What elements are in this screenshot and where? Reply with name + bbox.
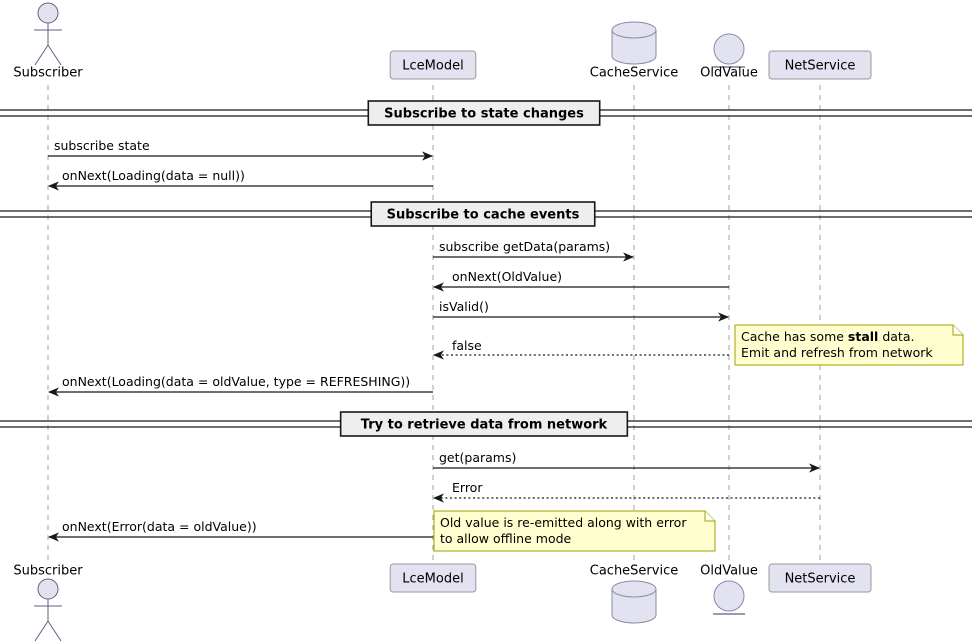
database-top-icon [611,580,657,598]
participant-oldvalue-head[interactable]: OldValue [700,33,758,81]
message-m4: onNext(OldValue) [433,269,729,292]
message-arrowhead [433,282,444,292]
message-m2: onNext(Loading(data = null)) [48,168,433,191]
participant-label-oldvalue: OldValue [700,564,758,579]
participant-box-lcemodel[interactable] [389,563,477,593]
participant-cacheservice-foot[interactable]: CacheService [590,564,678,624]
participant-label-cacheservice: CacheService [590,564,678,579]
message-label: onNext(OldValue) [452,269,562,284]
message-m8: get(params) [433,450,820,473]
participant-label-netservice: NetService [785,572,856,587]
divider-d2: Subscribe to cache events [0,201,972,227]
divider-box [367,100,601,126]
message-label: onNext(Loading(data = null)) [62,168,245,183]
notes-layer: Cache has some stall data.Emit and refre… [433,324,964,552]
message-arrowhead [623,252,634,262]
participant-label-subscriber: Subscriber [13,66,83,81]
participant-label-subscriber: Subscriber [13,564,83,579]
participant-netservice-foot[interactable]: NetService [768,563,872,593]
message-m9: Error [433,480,820,503]
note-line: to allow offline mode [440,531,572,546]
divider-box [370,201,596,227]
note-line: Old value is re-emitted along with error [440,515,687,530]
actor-head-icon [37,2,59,24]
message-label: onNext(Loading(data = oldValue, type = R… [62,374,410,389]
entity-circle-icon [713,33,745,65]
message-arrowhead [422,151,433,161]
note-body [734,324,964,366]
participant-oldvalue-foot[interactable]: OldValue [700,564,758,615]
message-label: isValid() [439,299,489,314]
participant-label-lcemodel: LceModel [402,572,463,587]
participant-subscriber-foot[interactable]: Subscriber [13,564,83,642]
note-line: Emit and refresh from network [741,345,933,360]
participant-box-lcemodel[interactable] [389,50,477,80]
actor-head-icon [37,578,59,600]
message-label: false [452,338,482,353]
message-arrowhead [48,532,59,542]
actor-leg-right-icon [47,44,62,66]
message-m1: subscribe state [48,138,433,161]
note-line: Cache has some stall data. [741,329,914,344]
note-offline-mode: Old value is re-emitted along with error… [433,510,716,552]
divider-label: Subscribe to state changes [384,107,584,122]
participant-box-netservice[interactable] [768,563,872,593]
participant-box-netservice[interactable] [768,50,872,80]
message-m6: false [433,338,729,360]
message-label: onNext(Error(data = oldValue)) [62,519,257,534]
database-body-icon [611,588,657,624]
message-label: Error [452,480,483,495]
participant-label-lcemodel: LceModel [402,59,463,74]
message-arrowhead [433,493,444,503]
message-arrowhead [433,350,444,360]
database-body-icon [611,29,657,65]
divider-d1: Subscribe to state changes [0,100,972,126]
participant-lcemodel-head[interactable]: LceModel [389,50,477,80]
actor-leg-left-icon [34,620,49,642]
participant-label-cacheservice: CacheService [590,66,678,81]
entity-circle-icon [713,580,745,612]
message-m5: isValid() [433,299,729,322]
participant-heads: Subscriber LceModel CacheService OldValue Ne… [13,2,872,81]
participant-subscriber-head[interactable]: Subscriber [13,2,83,81]
message-arrowhead [718,312,729,322]
note-cache-stall: Cache has some stall data.Emit and refre… [734,324,964,366]
note-fold-corner [704,511,715,522]
participant-lcemodel-foot[interactable]: LceModel [389,563,477,593]
actor-leg-right-icon [47,620,62,642]
message-label: subscribe state [54,138,150,153]
message-m10: onNext(Error(data = oldValue)) [48,519,433,542]
message-m7: onNext(Loading(data = oldValue, type = R… [48,374,433,397]
note-fold-corner [952,325,963,336]
participant-label-oldvalue: OldValue [700,66,758,81]
message-arrowhead [48,387,59,397]
message-label: subscribe getData(params) [439,239,610,254]
message-m3: subscribe getData(params) [433,239,634,262]
divider-label: Try to retrieve data from network [361,418,608,433]
divider-d3: Try to retrieve data from network [0,411,972,437]
divider-box [339,411,629,437]
divider-label: Subscribe to cache events [387,208,580,223]
message-arrowhead [48,181,59,191]
participant-netservice-head[interactable]: NetService [768,50,872,80]
note-body [433,510,716,552]
participant-cacheservice-head[interactable]: CacheService [590,21,678,81]
actor-leg-left-icon [34,44,49,66]
participant-label-netservice: NetService [785,59,856,74]
database-top-icon [611,21,657,39]
message-arrowhead [809,463,820,473]
messages-layer: subscribe state onNext(Loading(data = nul… [48,138,820,542]
message-label: get(params) [439,450,516,465]
